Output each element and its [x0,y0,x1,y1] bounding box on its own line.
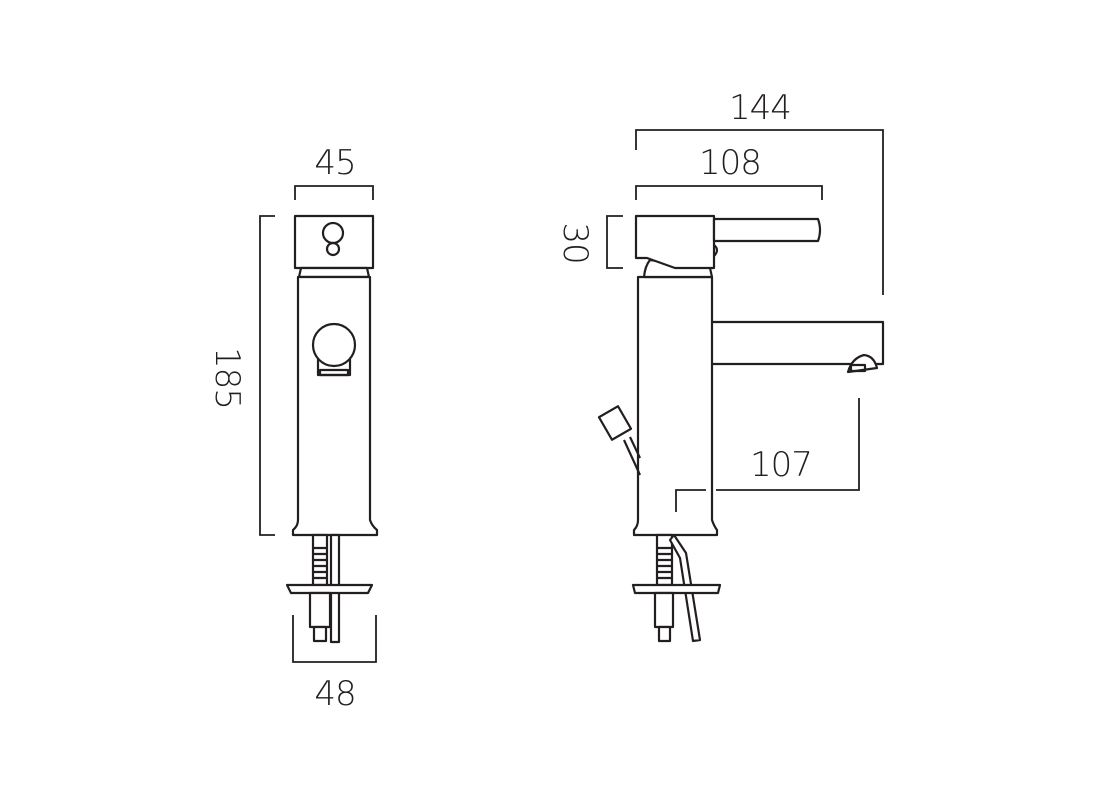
side-fixings [631,533,722,643]
dimension-30: 30 [555,215,623,269]
side-tap-outline [597,214,885,537]
side-view: 144 108 30 107 [555,88,885,643]
dimension-144: 144 [635,88,884,295]
dimension-label-48: 48 [314,674,355,714]
dimension-label-107: 107 [750,445,812,485]
dimension-107: 107 [675,398,860,512]
front-fixings [285,533,374,644]
dimension-48: 48 [292,615,377,714]
dimension-label-185: 185 [207,347,247,409]
front-view: 45 185 48 [207,143,379,714]
dimension-label-30: 30 [555,222,595,263]
dimension-label-108: 108 [699,143,761,183]
dimension-108: 108 [635,143,823,200]
front-tap-outline [291,214,379,537]
dimension-label-144: 144 [729,88,791,128]
dimension-45: 45 [294,143,374,200]
dimension-185: 185 [207,215,275,536]
dimension-label-45: 45 [314,143,355,183]
